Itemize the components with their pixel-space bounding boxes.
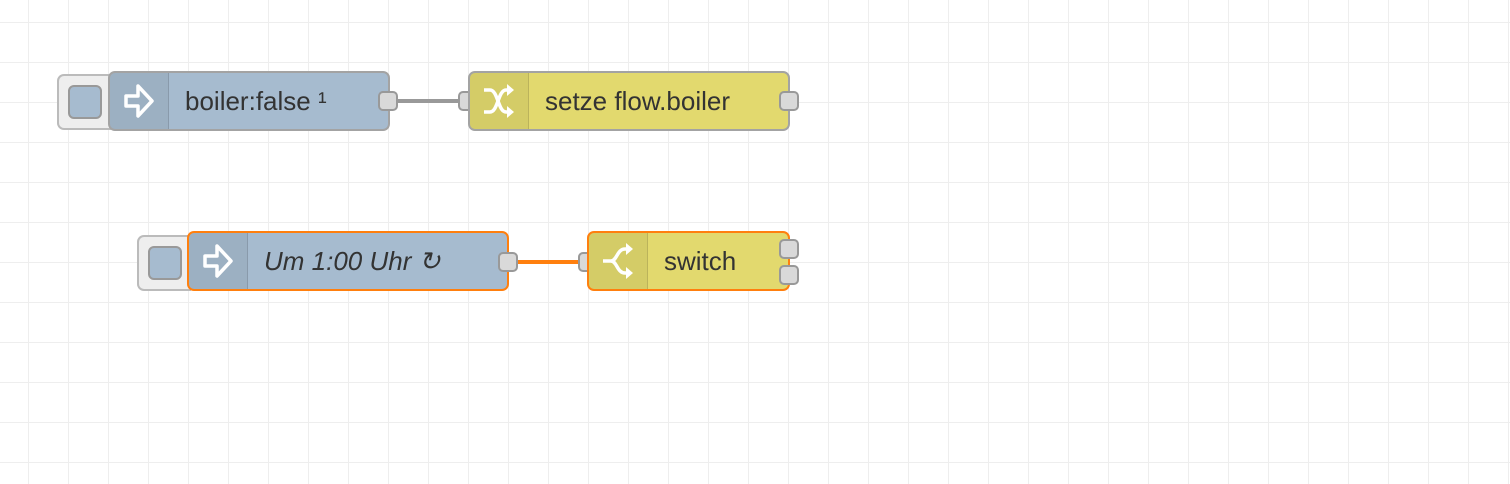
node-label: boiler:false ¹ [185, 85, 327, 116]
node-label: setze flow.boiler [545, 85, 730, 116]
node-inject-boiler[interactable]: boiler:false ¹ [108, 71, 390, 131]
arrow-in-icon [189, 233, 248, 289]
inject-trigger-inner[interactable] [68, 85, 102, 119]
node-label: Um 1:00 Uhr ↻ [264, 245, 441, 276]
inject-trigger-inner[interactable] [148, 246, 182, 280]
output-port-2[interactable] [779, 265, 799, 285]
node-inject-timer[interactable]: Um 1:00 Uhr ↻ [187, 231, 509, 291]
shuffle-icon [470, 73, 529, 129]
inject-trigger-button[interactable] [57, 74, 111, 130]
output-port[interactable] [498, 252, 518, 272]
node-label: switch [664, 245, 737, 276]
output-port[interactable] [779, 91, 799, 111]
arrow-in-icon [110, 73, 169, 129]
output-port-1[interactable] [779, 239, 799, 259]
inject-trigger-button[interactable] [137, 235, 191, 291]
output-port[interactable] [378, 91, 398, 111]
node-switch[interactable]: switch [587, 231, 790, 291]
node-change-setze-flow-boiler[interactable]: setze flow.boiler [468, 71, 790, 131]
switch-branch-icon [589, 233, 648, 289]
